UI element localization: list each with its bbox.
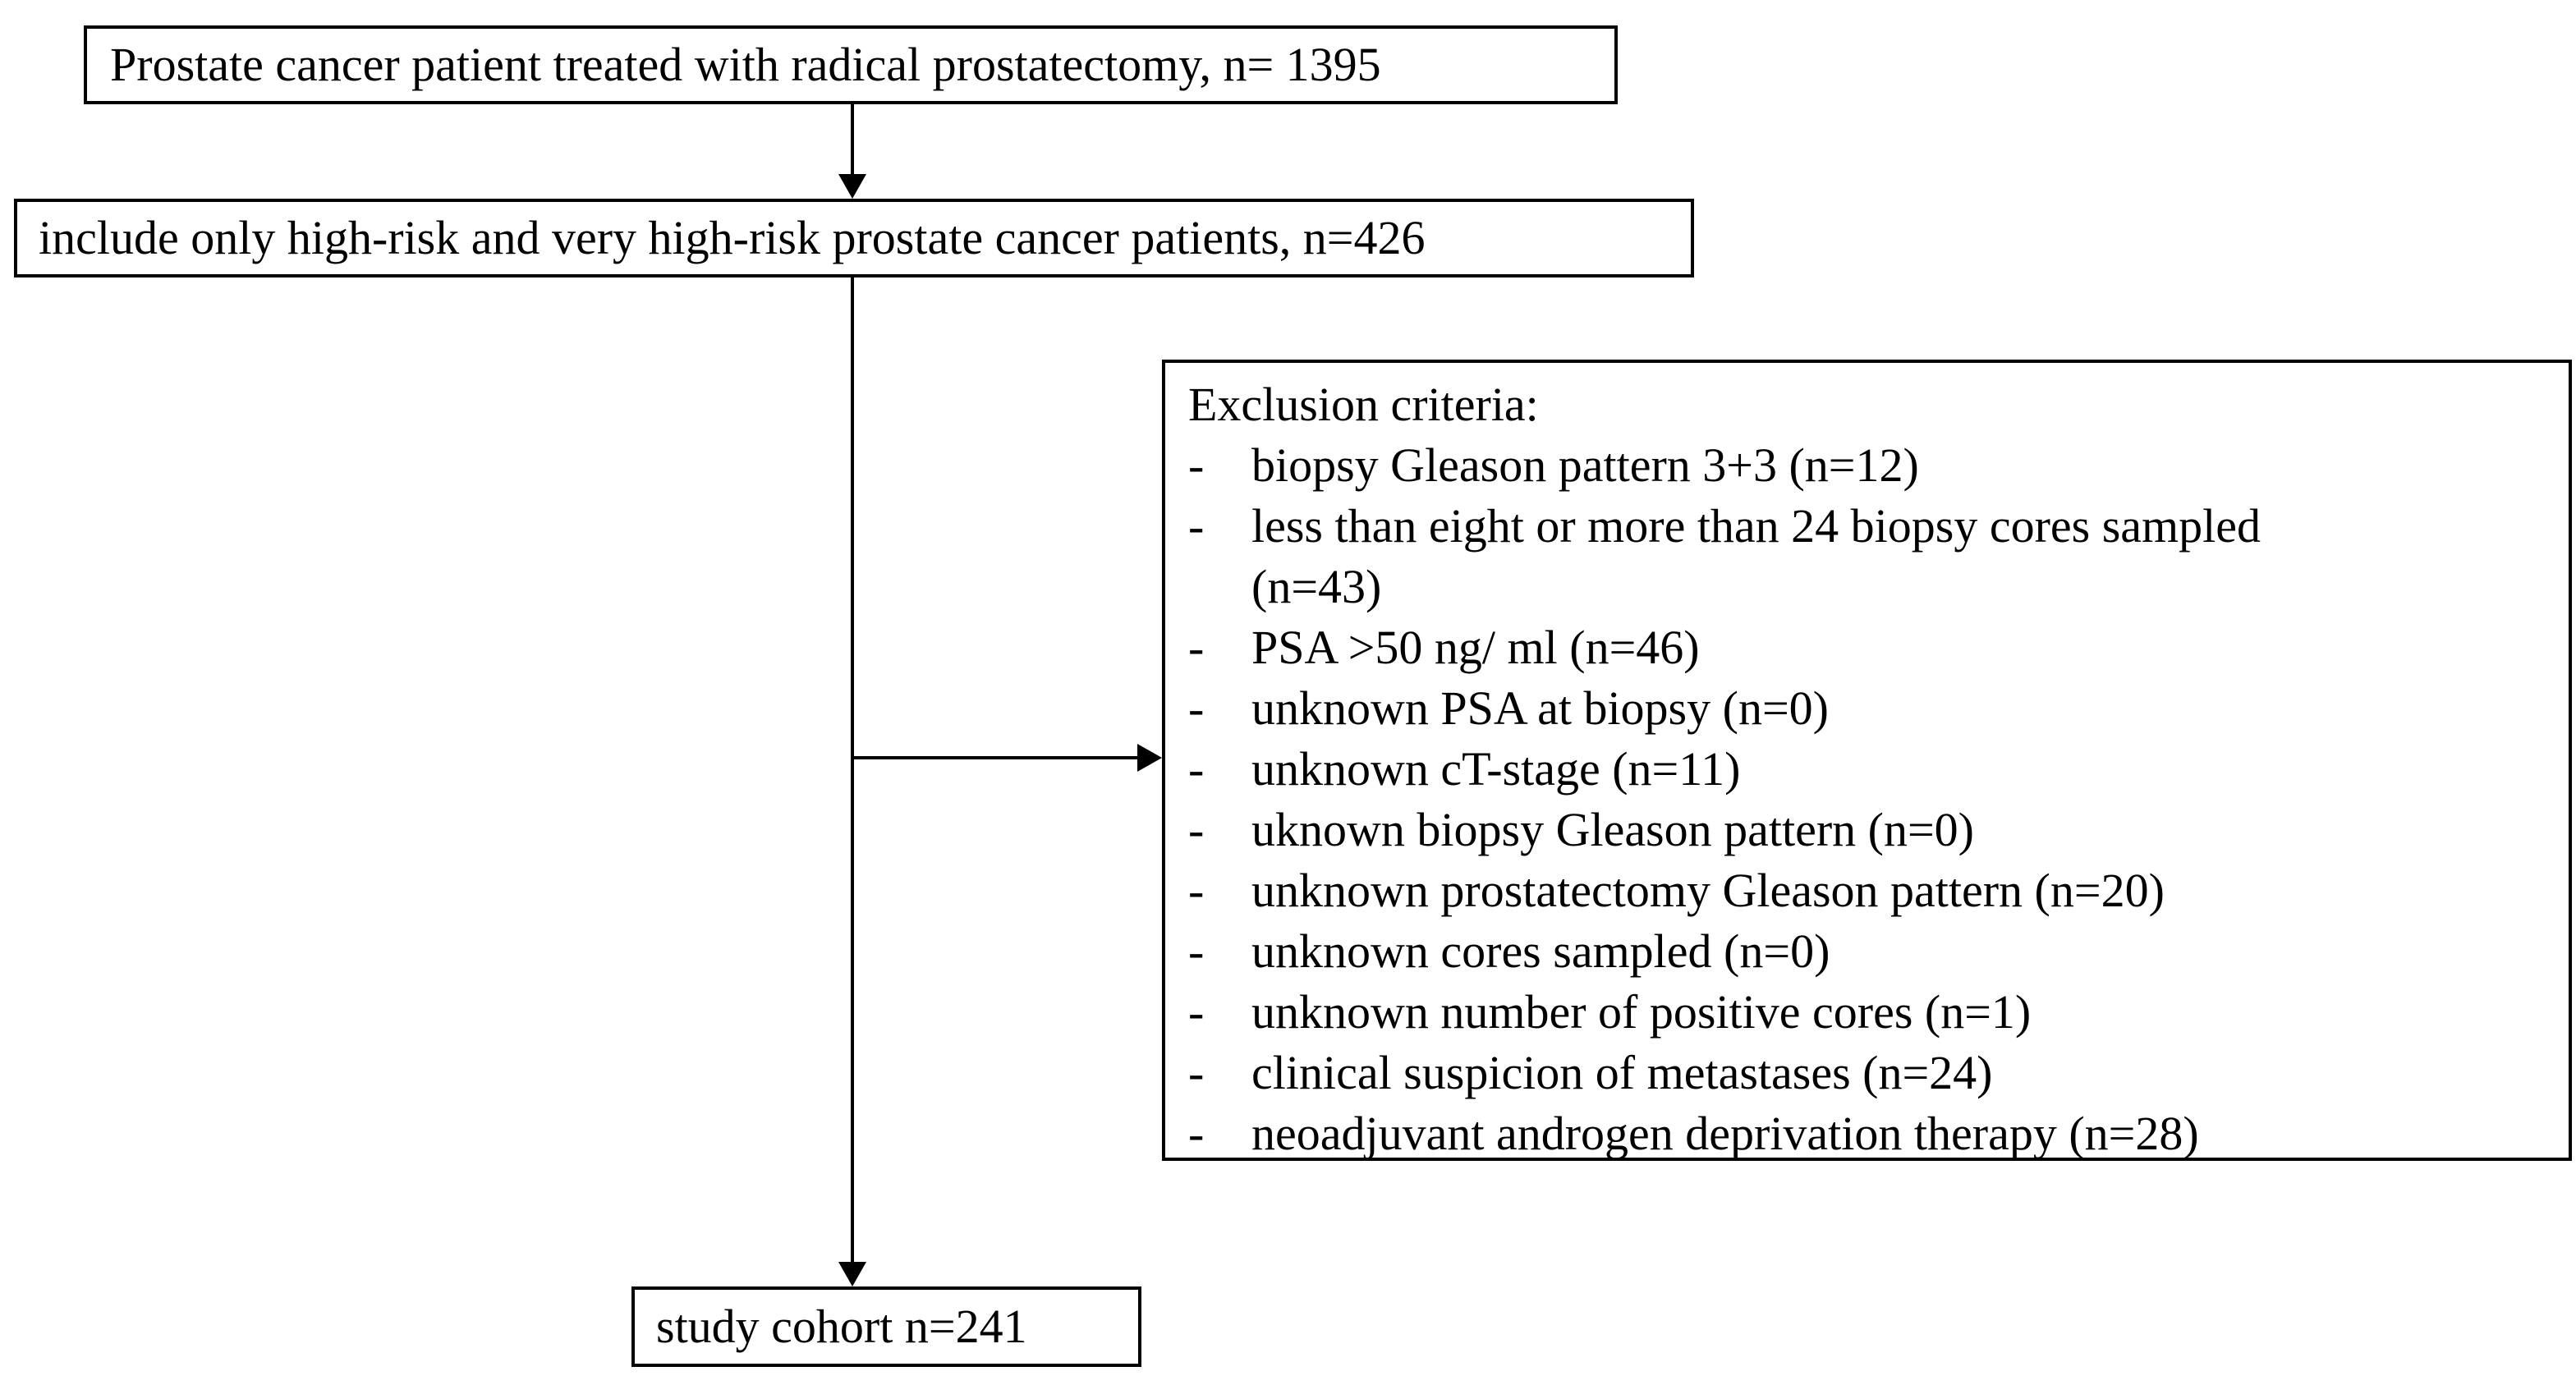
bullet-dash: - — [1188, 499, 1205, 553]
box-highrisk-patients: include only high-risk and very high-ris… — [14, 199, 1694, 277]
bullet-dash: - — [1188, 803, 1205, 856]
bullet-dash: - — [1188, 985, 1205, 1039]
bullet-dash: - — [1188, 924, 1205, 978]
box-total-patients: Prostate cancer patient treated with rad… — [84, 25, 1618, 104]
exclusion-item-label: unknown PSA at biopsy (n=0) — [1251, 681, 1829, 735]
bullet-dash: - — [1188, 742, 1205, 796]
exclusion-item: - uknown biopsy Gleason pattern (n=0) — [1188, 800, 2555, 860]
box-exclusion-criteria: Exclusion criteria: - biopsy Gleason pat… — [1162, 360, 2572, 1161]
exclusion-item-label: PSA >50 ng/ ml (n=46) — [1251, 621, 1700, 674]
arrowhead-down-icon — [838, 174, 866, 199]
connector-highrisk-to-cohort — [851, 277, 854, 1265]
exclusion-item: - clinical suspicion of metastases (n=24… — [1188, 1043, 2555, 1103]
exclusion-item-label: biopsy Gleason pattern 3+3 (n=12) — [1251, 438, 1919, 492]
connector-total-to-highrisk — [851, 104, 854, 178]
exclusion-item-label: unknown prostatectomy Gleason pattern (n… — [1251, 864, 2165, 917]
bullet-dash: - — [1188, 1046, 1205, 1099]
exclusion-item: - biopsy Gleason pattern 3+3 (n=12) — [1188, 435, 2555, 496]
arrowhead-right-icon — [1137, 744, 1162, 772]
exclusion-item: - unknown cores sampled (n=0) — [1188, 921, 2555, 982]
exclusion-item-label: unknown number of positive cores (n=1) — [1251, 985, 2032, 1039]
exclusion-item-label: uknown biopsy Gleason pattern (n=0) — [1251, 803, 1974, 856]
bullet-dash: - — [1188, 681, 1205, 735]
bullet-dash: - — [1188, 864, 1205, 917]
exclusion-item: - unknown number of positive cores (n=1) — [1188, 982, 2555, 1043]
box-highrisk-patients-label: include only high-risk and very high-ris… — [39, 211, 1426, 265]
exclusion-item: - neoadjuvant androgen deprivation thera… — [1188, 1103, 2555, 1164]
connector-branch-to-exclusion — [852, 756, 1141, 759]
box-study-cohort-label: study cohort n=241 — [656, 1300, 1027, 1354]
box-study-cohort: study cohort n=241 — [631, 1286, 1141, 1367]
exclusion-item-label: unknown cT-stage (n=11) — [1251, 742, 1741, 796]
exclusion-item-label: neoadjuvant androgen deprivation therapy… — [1251, 1107, 2199, 1160]
exclusion-item: - unknown cT-stage (n=11) — [1188, 739, 2555, 800]
bullet-dash: - — [1188, 438, 1205, 492]
exclusion-item: - unknown prostatectomy Gleason pattern … — [1188, 860, 2555, 921]
exclusion-item: - less than eight or more than 24 biopsy… — [1188, 496, 2555, 617]
exclusion-item-label: clinical suspicion of metastases (n=24) — [1251, 1046, 1993, 1099]
exclusion-title: Exclusion criteria: — [1188, 378, 1539, 431]
bullet-dash: - — [1188, 621, 1205, 674]
box-total-patients-label: Prostate cancer patient treated with rad… — [110, 38, 1381, 92]
bullet-dash: - — [1188, 1107, 1205, 1160]
exclusion-item: - unknown PSA at biopsy (n=0) — [1188, 678, 2555, 739]
exclusion-item: - PSA >50 ng/ ml (n=46) — [1188, 617, 2555, 678]
arrowhead-down-icon — [838, 1262, 866, 1286]
exclusion-item-label: unknown cores sampled (n=0) — [1251, 924, 1830, 978]
exclusion-item-label: less than eight or more than 24 biopsy c… — [1251, 499, 2261, 613]
